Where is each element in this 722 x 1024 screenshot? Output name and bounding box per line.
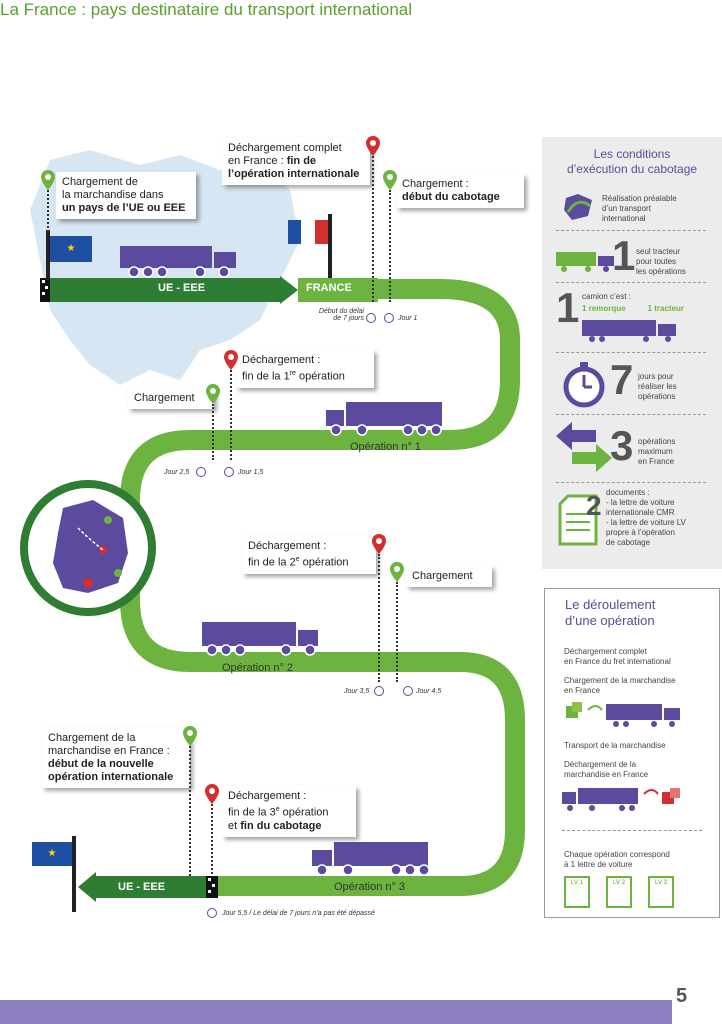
day-label-3-5: Jour 3,5 <box>344 688 370 695</box>
lv3-document-icon: LV 3 <box>648 876 674 908</box>
location-pin-icon <box>41 170 55 190</box>
operation-label-2: Opération n° 2 <box>222 662 294 674</box>
callout-fin-cabotage: Déchargement : fin de la 3e opération et… <box>222 786 356 837</box>
callout-dechargement-complet: Déchargement complet en France : fin de … <box>222 138 370 185</box>
arrow-ue-eee-top <box>40 276 378 304</box>
condition-2-number: 1 <box>612 232 636 279</box>
callout-chargement-1: Chargement <box>128 388 214 409</box>
pin-stem <box>389 190 392 302</box>
divider <box>556 230 706 231</box>
france-flag-icon <box>288 220 328 244</box>
callout-nouvelle-operation: Chargement de la marchandise en France :… <box>42 728 190 788</box>
location-pin-icon <box>206 384 220 404</box>
callout-fin-operation-2: Déchargement : fin de la 2e opération <box>242 536 376 574</box>
footer-bar <box>0 1000 672 1024</box>
location-pin-icon <box>366 136 380 156</box>
location-pin-icon <box>183 726 197 746</box>
divider <box>562 830 702 831</box>
tractor-icon <box>556 252 614 272</box>
pin-stem <box>189 746 192 876</box>
lv1-document-icon: LV 1 <box>564 876 590 908</box>
deroulement-panel: Le déroulement d’une opération <box>544 588 720 918</box>
location-pin-icon <box>383 170 397 190</box>
day-label-2-5: Jour 2,5 <box>164 469 190 476</box>
france-flag-pole <box>328 214 332 278</box>
page-number: 5 <box>676 985 688 1007</box>
truck-icon-op2 <box>202 622 318 656</box>
condition-5-number: 3 <box>610 422 634 469</box>
stopwatch-icon <box>374 686 384 696</box>
loading-truck-icon <box>566 702 680 727</box>
location-pin-icon <box>372 534 386 554</box>
eu-flag-icon: ★ <box>32 842 72 866</box>
stopwatch-icon <box>384 313 394 323</box>
condition-6-number: 2 <box>586 490 602 521</box>
location-pin-icon <box>224 350 238 370</box>
eu-flag-pole <box>46 230 50 280</box>
day-label-4-5: Jour 4,5 <box>416 688 442 695</box>
step-3-text: Transport de la marchandise <box>564 741 666 750</box>
pin-stem <box>378 554 381 682</box>
divider <box>556 482 706 483</box>
arrow-ue-eee-bottom <box>78 872 218 902</box>
divider <box>556 414 706 415</box>
truck-trailer-icon <box>582 320 676 342</box>
operation-label-1: Opération n° 1 <box>350 441 422 453</box>
truck-icon-op3 <box>312 842 430 876</box>
pin-stem <box>212 404 215 460</box>
pin-stem <box>47 190 50 232</box>
divider <box>556 282 706 283</box>
pin-stem <box>211 804 214 874</box>
stopwatch-icon <box>207 908 217 918</box>
stopwatch-icon <box>196 467 206 477</box>
operation-label-3: Opération n° 3 <box>334 881 406 893</box>
divider <box>556 352 706 353</box>
location-pin-icon <box>205 784 219 804</box>
france-map-circle <box>20 480 156 616</box>
stopwatch-icon <box>403 686 413 696</box>
exchange-arrows-icon <box>556 422 612 472</box>
stopwatch-icon <box>563 362 605 408</box>
condition-4-number: 7 <box>610 356 634 403</box>
day-label-5-5: Jour 5,5 / Le délai de 7 jours n’a pas é… <box>222 910 375 917</box>
callout-chargement-2: Chargement <box>406 566 492 587</box>
unloading-truck-icon <box>562 788 680 811</box>
pin-stem <box>230 370 233 460</box>
day-label-1: Jour 1 <box>398 315 418 322</box>
eu-flag-pole-bottom <box>72 836 76 912</box>
condition-3-number: 1 <box>556 284 580 331</box>
conditions-title: Les conditions d’exécution du cabotage <box>566 147 698 176</box>
stopwatch-icon <box>366 313 376 323</box>
document-icon <box>558 494 598 546</box>
truck-icon-top <box>120 246 236 278</box>
arrow-label-ue-eee-bottom: UE - EEE <box>118 881 166 893</box>
truck-icon-op1 <box>326 402 442 436</box>
deroulement-title: Le déroulement d’une opération <box>565 597 656 628</box>
lv2-document-icon: LV 2 <box>606 876 632 908</box>
callout-fin-operation-1: Déchargement : fin de la 1re opération <box>236 350 374 388</box>
pin-stem <box>396 582 399 682</box>
eu-flag-icon: ★ <box>50 236 92 262</box>
callout-chargement-ue: Chargement de la marchandise dans un pay… <box>56 172 196 219</box>
stopwatch-icon <box>224 467 234 477</box>
page-title: La France : pays destinataire du transpo… <box>0 0 413 19</box>
arrow-label-france: FRANCE <box>306 282 352 294</box>
pin-stem <box>372 156 375 302</box>
arrow-label-ue-eee: UE - EEE <box>158 282 206 294</box>
callout-debut-cabotage: Chargement : début du cabotage <box>396 174 524 208</box>
international-transport-icon <box>564 194 592 220</box>
day-label-1-5: Jour 1,5 <box>238 469 264 476</box>
location-pin-icon <box>390 562 404 582</box>
